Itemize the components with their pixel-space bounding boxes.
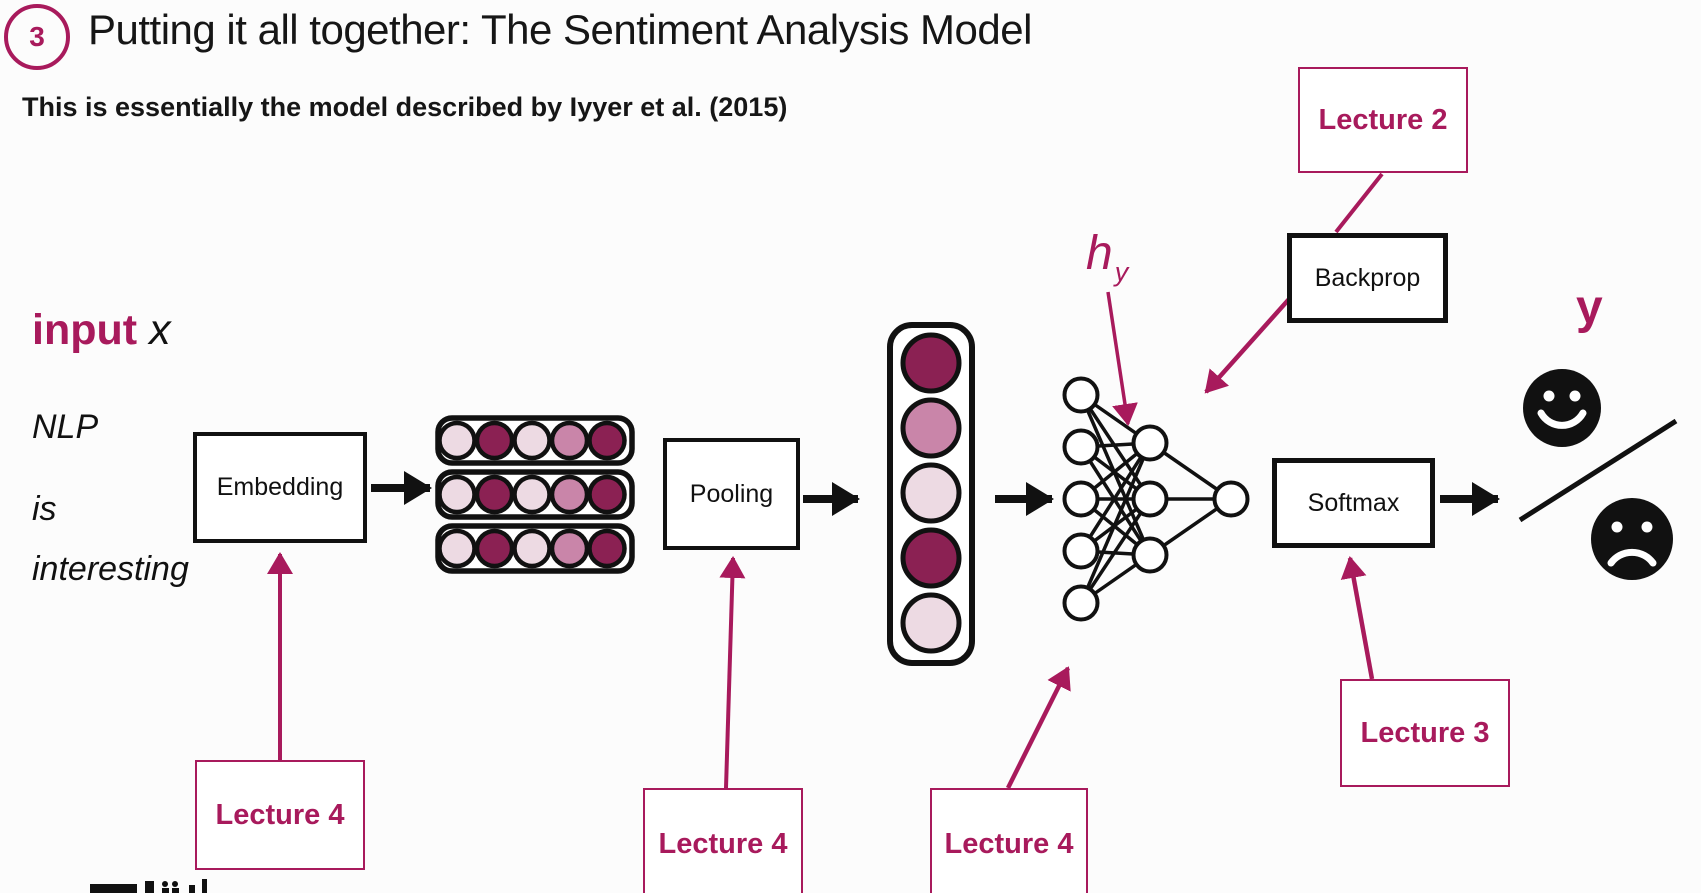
embedding-cell <box>549 528 590 569</box>
input-token-1: NLP <box>32 408 99 446</box>
pooling-box: Pooling <box>663 438 800 550</box>
subtitle: This is essentially the model described … <box>22 92 788 122</box>
lecture2-label: Lecture 2 <box>1318 103 1448 136</box>
embedding-cell <box>512 474 552 515</box>
lecture3-box: Lecture 3 <box>1340 679 1510 787</box>
connector-lecture2-to-backprop <box>1334 172 1384 234</box>
page-title: Putting it all together: The Sentiment A… <box>88 6 1032 53</box>
input-token-3: interesting <box>32 550 189 588</box>
network-node <box>1131 480 1169 518</box>
network-edge <box>1079 394 1152 500</box>
slide-number-badge: 3 <box>4 4 70 70</box>
embedding-cell <box>437 420 477 461</box>
pooling-label: Pooling <box>689 479 774 508</box>
input-variable: x <box>149 306 171 354</box>
embedding-cell <box>587 528 627 569</box>
lecture4-box-pooling: Lecture 4 <box>643 788 803 893</box>
embedding-cell <box>474 474 515 515</box>
embedding-label: Embedding <box>216 473 344 501</box>
lecture4-box-network: Lecture 4 <box>930 788 1088 893</box>
embedding-cell <box>587 420 627 461</box>
lecture4-box-embedding: Lecture 4 <box>195 760 365 870</box>
arrow-lecture4-to-pooling <box>719 556 746 789</box>
slide-number: 3 <box>29 21 45 52</box>
input-token-2: is <box>32 490 57 528</box>
lecture3-label: Lecture 3 <box>1360 716 1490 749</box>
decision-slash <box>1518 418 1678 523</box>
arrow-hy-to-hidden <box>1106 291 1138 426</box>
embedding-cell <box>474 420 515 461</box>
network-edge <box>1079 446 1152 556</box>
pooled-cell <box>900 332 962 394</box>
network-node <box>1062 532 1100 570</box>
sad-face-icon <box>1591 498 1673 580</box>
feedforward-network <box>1062 376 1250 622</box>
output-variable-label: y <box>1576 281 1603 334</box>
softmax-box: Softmax <box>1272 458 1435 548</box>
softmax-label: Softmax <box>1307 488 1400 517</box>
hidden-state-label: hy <box>1086 226 1128 287</box>
embedding-cell <box>549 474 590 515</box>
network-node <box>1062 584 1100 622</box>
lecture4-label: Lecture 4 <box>215 798 345 831</box>
embedding-vectors <box>435 415 635 574</box>
input-word: input <box>32 306 138 354</box>
backprop-label: Backprop <box>1314 263 1421 292</box>
partial-logo <box>90 879 207 893</box>
backprop-box: Backprop <box>1287 233 1448 323</box>
embedding-cell <box>587 474 627 515</box>
lecture4-label: Lecture 4 <box>944 827 1074 860</box>
pooled-cell <box>900 397 962 459</box>
pooled-cell <box>900 527 962 589</box>
network-edge <box>1079 442 1152 552</box>
network-node <box>1062 376 1100 414</box>
network-node <box>1062 480 1100 518</box>
arrow-lecture4-to-network <box>1005 666 1071 790</box>
arrow-backprop-to-network <box>1204 296 1292 394</box>
network-node <box>1131 536 1169 574</box>
network-node <box>1131 424 1169 462</box>
network-node <box>1212 480 1250 518</box>
embedding-cell <box>512 528 552 569</box>
pooled-cell <box>900 462 962 524</box>
network-edge <box>1079 442 1152 604</box>
lecture4-label: Lecture 4 <box>658 827 788 860</box>
pooled-vector <box>900 332 962 654</box>
embedding-cell <box>549 420 590 461</box>
network-node <box>1062 428 1100 466</box>
hidden-variable: h <box>1086 227 1113 280</box>
embedding-cell <box>474 528 515 569</box>
hidden-subscript: y <box>1114 257 1129 287</box>
arrow-lecture3-to-softmax <box>1340 556 1375 680</box>
embedding-cell <box>512 420 552 461</box>
happy-face-icon <box>1523 369 1601 447</box>
pooled-cell <box>900 592 962 654</box>
network-edge <box>1079 498 1152 604</box>
embedding-cell <box>437 474 477 515</box>
sentiment-output <box>1518 369 1678 580</box>
lecture2-box: Lecture 2 <box>1298 67 1468 173</box>
embedding-box: Embedding <box>193 432 367 543</box>
embedding-cell <box>437 528 477 569</box>
